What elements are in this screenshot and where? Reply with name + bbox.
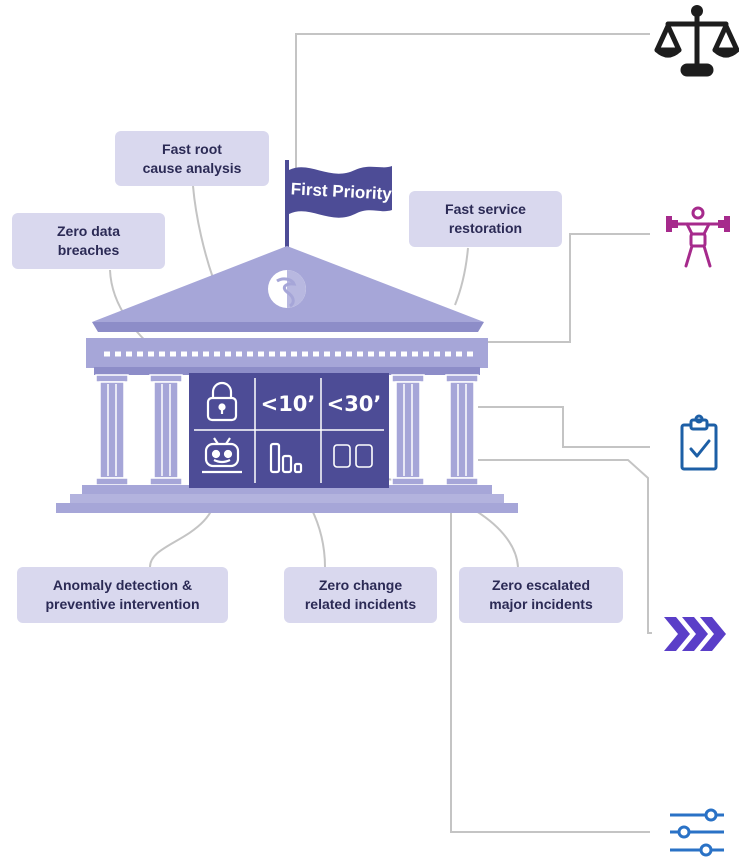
- pediment-shadow: [92, 322, 484, 332]
- step-3: [56, 503, 518, 513]
- panel-dividers: [194, 378, 384, 483]
- columns: [95, 374, 479, 486]
- connector-weightlifter: [480, 233, 650, 343]
- connector-chevrons: [478, 459, 652, 634]
- clipboard-check-icon: [680, 414, 718, 471]
- flag-banner: [289, 166, 392, 218]
- column-1: [95, 374, 129, 486]
- callout-fast-service-restoration: Fast service restoration: [409, 191, 562, 247]
- callout-anomaly-detection: Anomaly detection & preventive intervent…: [17, 567, 228, 623]
- zero-zero-icon: [333, 444, 373, 468]
- column-3: [391, 374, 425, 486]
- sliders-icon: [670, 808, 724, 857]
- leader-fast-service-restoration: [454, 247, 469, 306]
- callout-zero-escalated-incidents: Zero escalated major incidents: [459, 567, 623, 623]
- connector-lines: [109, 33, 652, 833]
- connector-sliders: [450, 512, 650, 833]
- scales-icon: [654, 5, 739, 77]
- column-2: [149, 374, 183, 486]
- building: <10’ <30’: [56, 246, 518, 513]
- weightlifter-icon: [666, 206, 730, 268]
- step-2: [70, 494, 504, 503]
- callout-zero-data-breaches: Zero data breaches: [12, 213, 165, 269]
- leader-fast-root-cause: [192, 185, 214, 279]
- triple-chevron-icon: [664, 617, 726, 651]
- callout-zero-change-incidents: Zero change related incidents: [284, 567, 437, 623]
- flag: First Priority: [285, 160, 393, 258]
- swisscom-logo: [268, 270, 306, 308]
- column-4: [445, 374, 479, 486]
- bar-chart-icon: [269, 442, 303, 474]
- entablature-base: [94, 367, 480, 375]
- connector-clipboard: [478, 406, 650, 448]
- lock-icon: [206, 381, 238, 422]
- step-1: [82, 485, 492, 494]
- connector-scales: [295, 33, 650, 180]
- callout-fast-root-cause: Fast root cause analysis: [115, 131, 269, 186]
- metric-restoration-time: <30’: [327, 392, 382, 416]
- metric-root-cause-time: <10’: [261, 392, 316, 416]
- robot-icon: [202, 437, 242, 474]
